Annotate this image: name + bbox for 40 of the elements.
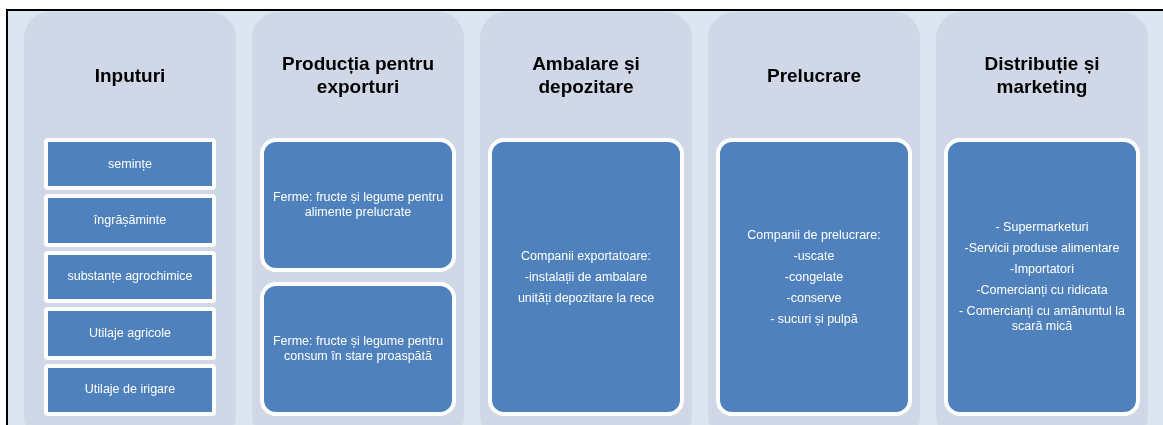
- stage-box: [260, 282, 456, 416]
- stage-box: [260, 138, 456, 272]
- box-text: semințe: [108, 156, 152, 172]
- box-text: substanțe agrochimice: [67, 269, 193, 285]
- box-text: - Supermarketuri: [995, 220, 1089, 235]
- stage-column: [252, 12, 464, 425]
- input-box: [44, 363, 216, 416]
- column-heading: Ambalare și depozitare: [531, 52, 641, 99]
- box-text: - Comercianți cu amănuntul la scară mică: [957, 304, 1126, 334]
- stage-column: [708, 12, 920, 425]
- stage-column: [936, 12, 1148, 425]
- input-box: [44, 250, 216, 304]
- stage-column: [480, 12, 692, 425]
- box-text: -congelate: [784, 269, 844, 285]
- box-text: îngrășăminte: [93, 213, 167, 229]
- column-heading: Inputuri: [93, 63, 167, 88]
- stage-box: [716, 138, 912, 416]
- box-text: unități depozitare la rece: [517, 290, 655, 306]
- box-text: -Comercianți cu ridicata: [976, 283, 1108, 298]
- input-box: [44, 138, 216, 191]
- box-text: - sucuri și pulpă: [770, 311, 858, 327]
- column-heading: Distribuție și marketing: [983, 52, 1101, 99]
- stage-box: [944, 138, 1140, 416]
- input-box: [44, 307, 216, 360]
- box-text: -conserve: [786, 290, 842, 306]
- column-heading: Producția pentru exporturi: [281, 52, 435, 99]
- column-heading: Prelucrare: [766, 63, 862, 88]
- input-box: [44, 194, 216, 247]
- box-text: Companii exportatoare:: [521, 248, 651, 264]
- box-text: -Importatori: [1010, 262, 1074, 277]
- box-text: Utilaje agricole: [89, 325, 171, 341]
- box-text: Companii de prelucrare:: [747, 227, 881, 243]
- stage-box: [488, 138, 684, 416]
- box-text: Utilaje de irigare: [84, 382, 176, 398]
- box-text: Ferme: fructe și legume pentru alimente prelucrate: [271, 190, 445, 220]
- box-text: Ferme: fructe și legume pentru consum în stare proaspătă: [271, 334, 445, 364]
- box-text: -Servicii produse alimentare: [964, 241, 1120, 256]
- stage-column: [24, 12, 236, 425]
- box-text: -instalații de ambalare: [524, 269, 648, 285]
- box-text: -uscate: [793, 248, 835, 264]
